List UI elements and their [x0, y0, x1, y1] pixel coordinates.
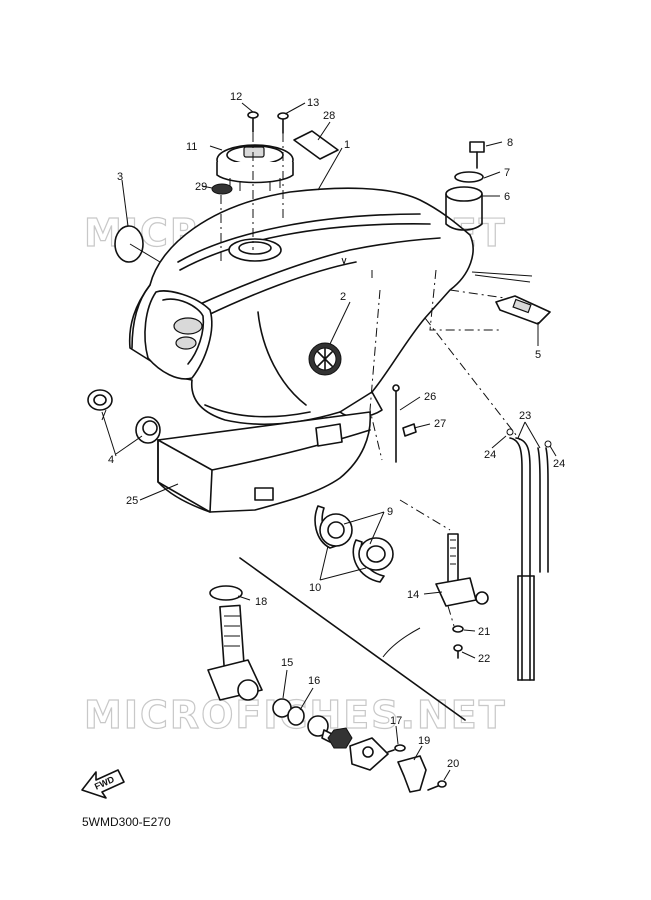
- callout-2: 2: [340, 291, 346, 303]
- divider-line: [239, 557, 466, 721]
- grommet-4b: [135, 416, 161, 444]
- fwd-arrow: FWD: [81, 769, 125, 799]
- fuel-tank: [128, 187, 474, 425]
- callout-24a: 24: [484, 449, 496, 461]
- callout-21: 21: [478, 626, 490, 638]
- side-cover: [157, 411, 372, 513]
- callout-5: 5: [535, 349, 541, 361]
- callout-11: 11: [186, 141, 197, 153]
- callout-22: 22: [478, 653, 490, 665]
- callout-15: 15: [281, 657, 293, 669]
- bracket-5-pad: [512, 298, 532, 314]
- callout-7: 7: [504, 167, 510, 179]
- callout-6: 6: [504, 191, 510, 203]
- screw-17: [387, 744, 406, 753]
- pad-27: [402, 423, 417, 437]
- callout-9: 9: [387, 506, 393, 518]
- callout-4: 4: [108, 454, 114, 466]
- lever-parts: [307, 715, 389, 771]
- fuel-hoses-23: [509, 437, 549, 681]
- callout-numbers: 1 2 3 4 5 6 7 8 9 10 11 12 13 14 15 16 1…: [108, 91, 565, 770]
- screw-13: [277, 112, 289, 134]
- callout-1: 1: [344, 139, 350, 151]
- seal-29: [211, 183, 233, 195]
- fuel-cap: [216, 144, 294, 191]
- label-28: [293, 130, 339, 160]
- figure-code: 5WMD300-E270: [82, 815, 171, 829]
- callout-3: 3: [117, 171, 123, 183]
- callout-28: 28: [323, 110, 335, 122]
- callout-26: 26: [424, 391, 436, 403]
- callout-19: 19: [418, 735, 430, 747]
- callout-23: 23: [519, 410, 531, 422]
- damper-6: [445, 186, 483, 231]
- callout-14: 14: [407, 589, 419, 601]
- connector-lines: [220, 133, 521, 627]
- grommet-4a: [87, 389, 113, 411]
- callout-8: 8: [507, 137, 513, 149]
- screw-12: [247, 111, 259, 133]
- callout-27: 27: [434, 418, 446, 430]
- washer-21: [452, 625, 464, 633]
- fuel-cock-lower: [207, 604, 263, 701]
- oring-18: [209, 585, 243, 601]
- clip-24a: [506, 428, 514, 436]
- callout-25: 25: [126, 495, 138, 507]
- collar-7: [454, 171, 484, 183]
- callout-10: 10: [309, 582, 321, 594]
- callout-18: 18: [255, 596, 267, 608]
- oring-16: [287, 706, 305, 726]
- callout-24b: 24: [553, 458, 565, 470]
- callout-12: 12: [230, 91, 242, 103]
- lever-19: [397, 755, 427, 793]
- screw-22: [453, 644, 463, 659]
- callout-17: 17: [390, 715, 402, 727]
- callout-16: 16: [308, 675, 320, 687]
- fuel-cock-14: [435, 533, 489, 607]
- sender-parts: [314, 505, 394, 583]
- callout-20: 20: [447, 758, 459, 770]
- emblem-3: [114, 225, 144, 263]
- callout-29: 29: [195, 181, 207, 193]
- leader-lines: [101, 102, 557, 781]
- clip-24b: [544, 440, 552, 448]
- bolt-8: [469, 141, 485, 169]
- screw-20: [427, 780, 447, 791]
- callout-13: 13: [307, 97, 319, 109]
